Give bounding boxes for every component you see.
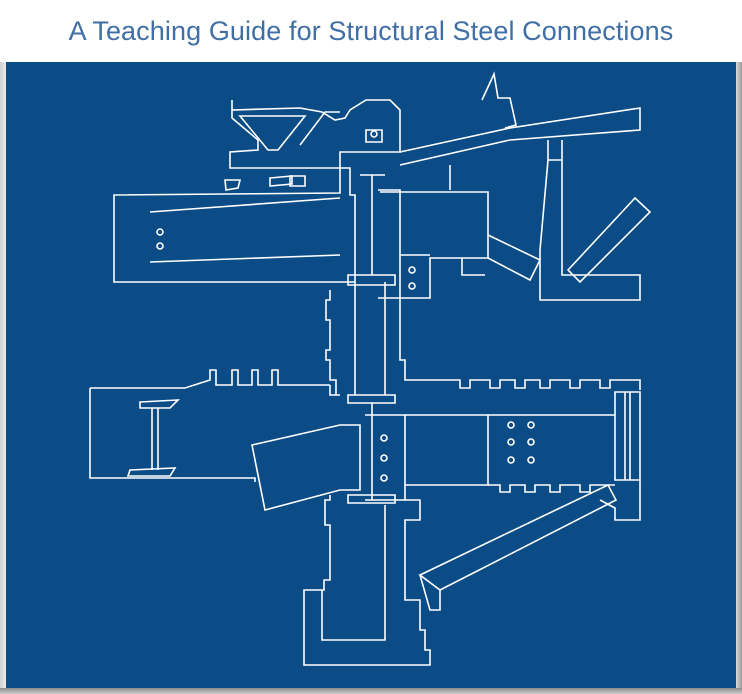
upper-right-beam — [380, 191, 652, 299]
steel-connections-line-drawing-icon — [89, 71, 652, 666]
lower-diagonal-brace — [418, 480, 641, 611]
page-edge-bottom — [0, 688, 742, 694]
lower-column-base — [303, 495, 431, 666]
page-edge-left — [0, 62, 6, 694]
upper-column — [347, 174, 401, 404]
middle-left-beam — [89, 369, 330, 482]
lower-column — [251, 403, 406, 511]
upper-left-beam — [113, 167, 356, 283]
middle-right-beam — [399, 298, 641, 493]
cover-illustration-panel — [6, 62, 736, 688]
page-edge-right — [736, 0, 742, 694]
top-right-truss — [399, 71, 641, 301]
column-left-outline — [325, 290, 340, 396]
page-title: A Teaching Guide for Structural Steel Co… — [68, 15, 674, 46]
title-bar: A Teaching Guide for Structural Steel Co… — [0, 0, 742, 62]
top-truss-beam — [229, 99, 401, 169]
